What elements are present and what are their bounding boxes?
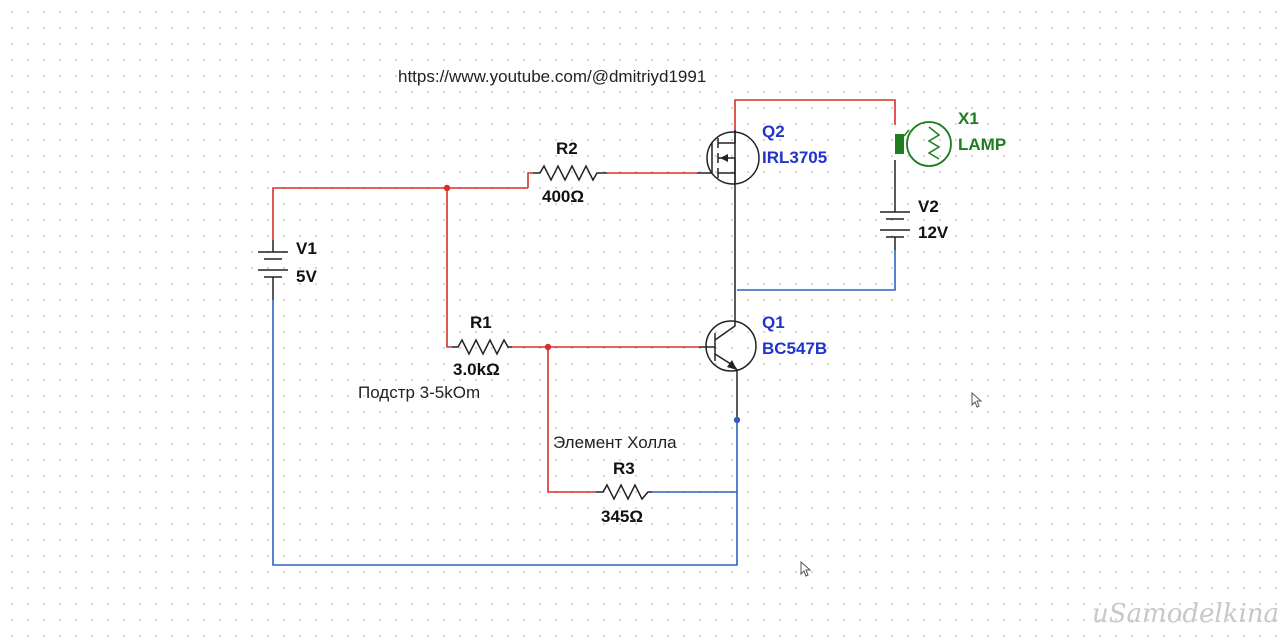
mosfet-q2-symbol: [697, 130, 760, 185]
mosfet-q2-arrow: [720, 154, 728, 162]
youtube-url-text: https://www.youtube.com/@dmitriyd1991: [398, 67, 706, 86]
v1-value-label: 5V: [296, 267, 317, 286]
x1-name-label: X1: [958, 109, 979, 128]
red-wires: [272, 99, 896, 493]
mouse-pointer-icon: [971, 391, 983, 408]
r1-value-label: 3.0kΩ: [453, 360, 500, 379]
wire-node-to-r1: [446, 188, 452, 348]
junction-dot: [544, 343, 552, 351]
lamp-x1-symbol: [895, 121, 952, 167]
r3-name-label: R3: [613, 459, 635, 478]
v2-name-label: V2: [918, 197, 939, 216]
wire-v2-to-collector: [737, 250, 896, 291]
r3-note-text: Элемент Холла: [553, 433, 677, 452]
wire-to-r3: [547, 347, 596, 493]
resistor-r1-symbol: [452, 338, 512, 356]
q1-name-label: Q1: [762, 313, 785, 332]
wire-r2-stub: [527, 172, 533, 188]
blue-wires: [272, 250, 896, 566]
q2-model-label: IRL3705: [762, 148, 827, 167]
battery-v1-symbol: [258, 251, 288, 290]
junction-dot: [443, 184, 451, 192]
r1-name-label: R1: [470, 313, 492, 332]
r3-value-label: 345Ω: [601, 507, 643, 526]
q2-name-label: Q2: [762, 122, 785, 141]
r2-value-label: 400Ω: [542, 187, 584, 206]
bjt-q1-arrow: [727, 360, 737, 370]
v2-value-label: 12V: [918, 223, 949, 242]
component-leads: [272, 130, 896, 420]
watermark-text: uSamodelkina.ru: [1092, 599, 1280, 629]
wire-q2-drain-to-lamp: [734, 99, 896, 130]
x1-model-label: LAMP: [958, 135, 1006, 154]
r2-name-label: R2: [556, 139, 578, 158]
wire-v1-top: [272, 187, 528, 240]
mouse-pointer-icon: [800, 560, 812, 577]
resistor-r2-symbol: [533, 164, 607, 182]
battery-v2-symbol: [880, 211, 910, 250]
v1-name-label: V1: [296, 239, 317, 258]
bjt-q1-symbol: [699, 320, 757, 372]
junction-dot: [733, 416, 741, 424]
q1-model-label: BC547B: [762, 339, 827, 358]
resistor-r3-symbol: [596, 483, 652, 501]
r1-note-text: Подстр 3-5kOm: [358, 383, 480, 402]
